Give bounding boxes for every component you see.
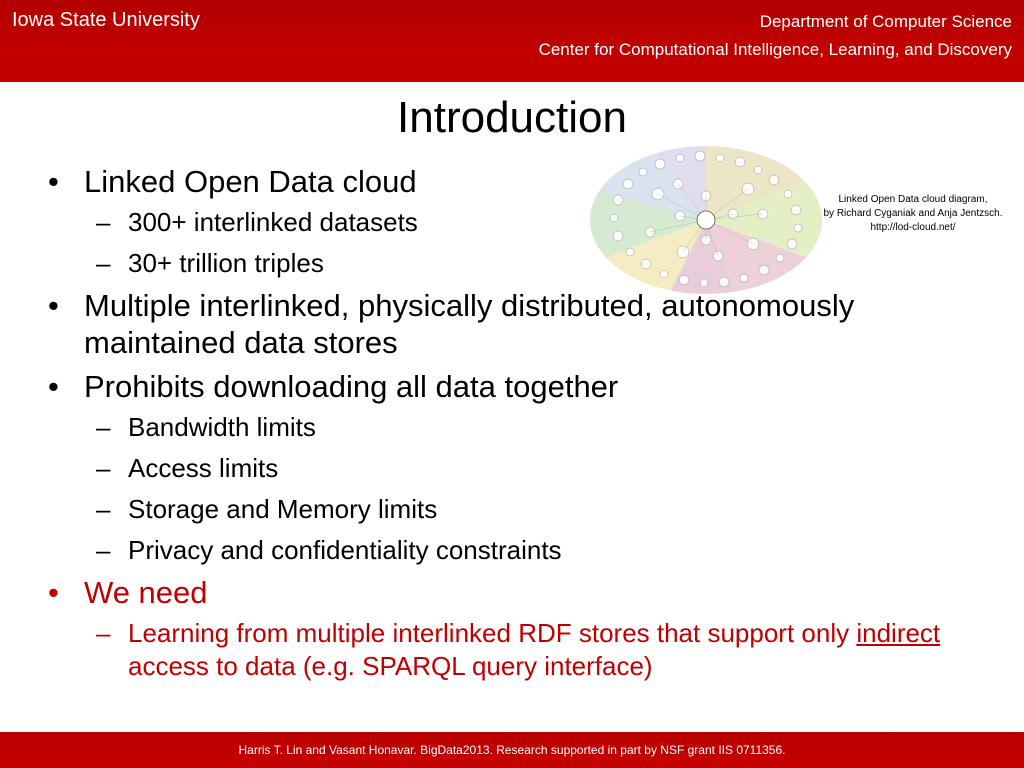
sub-bullet-marker: – xyxy=(96,412,111,442)
department-info: Department of Computer Science Center fo… xyxy=(539,8,1012,64)
sub-bullet-text-start: Learning from multiple interlinked RDF s… xyxy=(128,618,857,648)
bullet-text: Prohibits downloading all data together xyxy=(84,369,619,404)
sub-bullet-text: Learning from multiple interlinked RDF s… xyxy=(128,618,940,681)
figure-caption: Linked Open Data cloud diagram, by Richa… xyxy=(818,193,1008,235)
bullet-list: • Linked Open Data cloud – 300+ interlin… xyxy=(48,163,998,683)
sub-bullet-text: Storage and Memory limits xyxy=(128,494,438,524)
sub-bullet-item: – Learning from multiple interlinked RDF… xyxy=(48,617,998,683)
sub-bullet-marker: – xyxy=(96,494,111,524)
sub-bullet-text-end: access to data (e.g. SPARQL query interf… xyxy=(128,651,653,681)
bullet-text: Multiple interlinked, physically distrib… xyxy=(84,288,855,360)
department-name: Department of Computer Science xyxy=(759,12,1012,31)
bullet-marker: • xyxy=(48,288,59,323)
sub-bullet-item: – 30+ trillion triples xyxy=(48,247,998,280)
bullet-item: • We need xyxy=(48,574,998,611)
sub-bullet-marker: – xyxy=(96,535,111,565)
slide-title: Introduction xyxy=(397,93,627,142)
center-name: Center for Computational Intelligence, L… xyxy=(538,40,1012,59)
sub-bullet-item: – Privacy and confidentiality constraint… xyxy=(48,534,998,567)
caption-link: http://lod-cloud.net/ xyxy=(870,222,956,233)
sub-bullet-text: 30+ trillion triples xyxy=(128,248,324,278)
underlined-word: indirect xyxy=(856,618,941,648)
bullet-marker: • xyxy=(48,369,59,404)
sub-bullet-item: – Bandwidth limits xyxy=(48,411,998,444)
lod-cloud-diagram xyxy=(590,146,822,294)
footer-bar: Harris T. Lin and Vasant Honavar. BigDat… xyxy=(0,732,1024,768)
bullet-marker: • xyxy=(48,164,59,199)
sub-bullet-item: – Storage and Memory limits xyxy=(48,493,998,526)
sub-bullet-item: – 300+ interlinked datasets xyxy=(48,206,998,239)
header-bar: Iowa State University Department of Comp… xyxy=(0,0,1024,82)
sub-bullet-marker: – xyxy=(96,248,111,278)
bullet-item: • Prohibits downloading all data togethe… xyxy=(48,368,998,405)
sub-bullet-text: Access limits xyxy=(128,453,279,483)
bullet-text: Linked Open Data cloud xyxy=(84,164,417,199)
sub-bullet-item: – Access limits xyxy=(48,452,998,485)
university-name: Iowa State University xyxy=(12,9,200,31)
caption-authors: by Richard Cyganiak and Anja Jentzsch. xyxy=(823,208,1003,219)
sub-bullet-marker: – xyxy=(96,207,111,237)
sub-bullet-text: 300+ interlinked datasets xyxy=(128,207,418,237)
bullet-item: • Multiple interlinked, physically distr… xyxy=(48,287,998,361)
sub-bullet-text: Privacy and confidentiality constraints xyxy=(128,535,562,565)
bullet-item: • Linked Open Data cloud xyxy=(48,163,998,200)
bullet-text: We need xyxy=(84,575,208,610)
caption-title: Linked Open Data cloud diagram, xyxy=(838,194,988,205)
sub-bullet-text: Bandwidth limits xyxy=(128,412,316,442)
sub-bullet-marker: – xyxy=(96,453,111,483)
bullet-marker: • xyxy=(48,575,59,610)
footer-text: Harris T. Lin and Vasant Honavar. BigDat… xyxy=(238,743,786,757)
sub-bullet-marker: – xyxy=(96,618,111,648)
